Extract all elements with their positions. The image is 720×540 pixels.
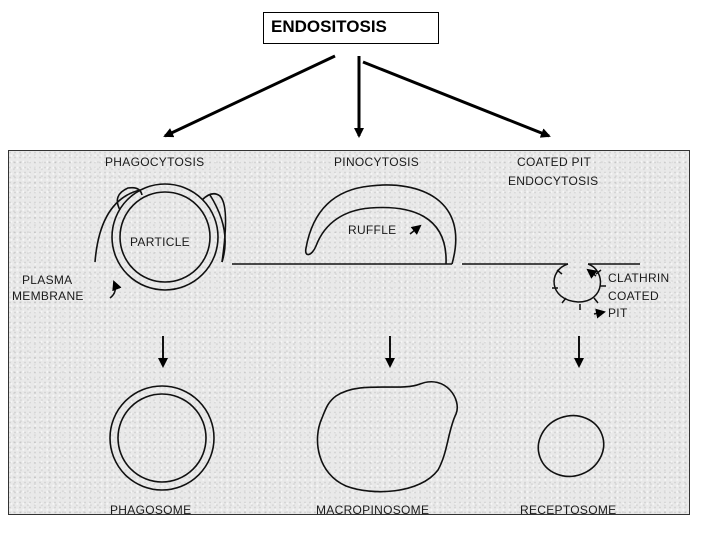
label-coated-pit-2: ENDOCYTOSIS (508, 174, 598, 188)
receptosome-shape (537, 414, 605, 478)
diagram-title: ENDOSITOSIS (271, 17, 387, 36)
phagosome-shape (109, 385, 215, 491)
macropinosome-shape (316, 381, 459, 493)
label-plasma-2: MEMBRANE (12, 289, 84, 303)
clathrin-coated-pit (552, 263, 606, 310)
label-pinocytosis: PINOCYTOSIS (334, 155, 419, 169)
diagram-panel (8, 150, 690, 515)
phagocytosis-membrane (111, 183, 227, 291)
label-particle: PARTICLE (130, 235, 190, 249)
title-box: ENDOSITOSIS (263, 12, 439, 44)
pinocytosis-ruffle (304, 184, 457, 265)
label-phagocytosis: PHAGOCYTOSIS (105, 155, 204, 169)
label-receptosome: RECEPTOSOME (520, 503, 616, 517)
label-macropinosome: MACROPINOSOME (316, 503, 429, 517)
label-plasma-1: PLASMA (22, 273, 73, 287)
plasma-membrane (94, 189, 640, 265)
label-phagosome: PHAGOSOME (110, 503, 191, 517)
label-clathrin-3: PIT (608, 306, 628, 320)
label-ruffle: RUFFLE (348, 223, 396, 237)
down-arrows (158, 336, 584, 368)
label-coated-pit-1: COATED PIT (517, 155, 591, 169)
arrow-to-phagocytosis (163, 54, 336, 138)
pointer-arrows (109, 224, 606, 319)
arrow-to-coated-pit (362, 60, 551, 138)
title-arrows (163, 54, 551, 138)
label-clathrin-2: COATED (608, 289, 659, 303)
label-clathrin-1: CLATHRIN (608, 271, 670, 285)
